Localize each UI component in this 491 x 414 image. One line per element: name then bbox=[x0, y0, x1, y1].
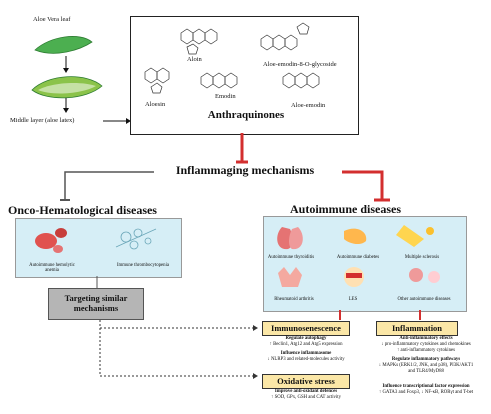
inhibit-connector-top bbox=[236, 133, 248, 164]
onco-title: Onco-Hematological diseases bbox=[8, 203, 157, 217]
inflammation-t1b: ↑ anti-inflammatory cytokines bbox=[396, 348, 456, 353]
inflammation-tag: Inflammation bbox=[376, 321, 458, 336]
anthraquinones-box: Aloin Aloe-emodin-8-O-glycoside Aloesin … bbox=[130, 16, 359, 135]
autoimmune-connectors bbox=[339, 310, 421, 320]
inflammation-t3: ↑ GATA3 and Foxp3, ↓ NF-κB, RORγt and T-… bbox=[378, 390, 474, 395]
immunosenescence-t1: ↑ Beclin1, Atg12 and Atg5 expression bbox=[269, 342, 343, 347]
inflammation-t2a: ↓ MAPKs (ERK1/2, JNK, and p38), PI3K/AKT… bbox=[378, 363, 474, 368]
onco-panel: Autoimmune hemolytic anemia Immune throm… bbox=[15, 218, 182, 278]
autoimmune-item-thyroiditis: Autoimmune thyroiditis bbox=[267, 255, 315, 260]
onco-illustrations bbox=[35, 228, 157, 253]
compound-aloe-emodin: Aloe-emodin bbox=[291, 102, 326, 109]
inflammation-t2b: and TLR4/MyD88 bbox=[408, 369, 444, 374]
autoimmune-title: Autoimmune diseases bbox=[290, 202, 402, 216]
inflammation-h3: Influence transcriptional factor express… bbox=[382, 384, 470, 389]
inflammaging-branches bbox=[60, 170, 390, 202]
compound-aloe-emodin-glycoside: Aloe-emodin-8-O-glycoside bbox=[263, 61, 337, 68]
autoimmune-item-other: Other autoimmune diseases bbox=[397, 297, 451, 302]
inflammation-t1a: ↓ pro-inflammatory cytokines and chemoki… bbox=[381, 342, 471, 347]
targeting-box: Targeting similar mechanisms bbox=[48, 288, 144, 320]
anthraquinones-title: Anthraquinones bbox=[207, 109, 285, 121]
immunosenescence-h2: Influence inflammasome bbox=[280, 351, 332, 356]
oxidative-stress-tag: Oxidative stress bbox=[262, 374, 350, 389]
autoimmune-panel: Autoimmune thyroiditis Autoimmune diabet… bbox=[263, 216, 467, 312]
dotted-connectors bbox=[99, 320, 258, 379]
inflammation-h1: Anti-inflammatory effects bbox=[399, 336, 453, 341]
aloe-leaf-label: Aloe Vera leaf bbox=[33, 16, 71, 23]
inflammaging-title: Inflammaging mechanisms bbox=[175, 163, 315, 177]
compound-emodin: Emodin bbox=[215, 93, 236, 100]
compound-aloin: Aloin bbox=[187, 56, 202, 63]
oxidative-t1: ↑ SOD, GPx, GSH and CAT activity bbox=[270, 395, 341, 400]
autoimmune-item-diabetes: Autoimmune diabetes bbox=[336, 255, 380, 260]
arrow-to-anthraquinones bbox=[103, 118, 131, 124]
onco-connector bbox=[96, 276, 98, 288]
immunosenescence-t2: ↓ NLRP3 and related-molecules activity bbox=[267, 357, 345, 362]
compound-aloesin: Aloesin bbox=[145, 101, 166, 108]
inflammation-h2: Regulate inflammatory pathways bbox=[391, 357, 461, 362]
immunosenescence-h1: Regulate autophagy bbox=[285, 336, 327, 341]
autoimmune-item-les: LES bbox=[348, 297, 358, 302]
autoimmune-item-ms: Multiple sclerosis bbox=[404, 255, 440, 260]
chemical-structures bbox=[144, 22, 320, 94]
autoimmune-illustrations bbox=[277, 225, 440, 287]
onco-item-aiha: Autoimmune hemolytic anemia bbox=[29, 263, 75, 274]
autoimmune-item-ra: Rheumatoid arthritis bbox=[274, 297, 314, 302]
aloe-leaf-illustration bbox=[31, 36, 103, 113]
immunosenescence-tag: Immunosenescence bbox=[262, 321, 350, 336]
middle-layer-label: Middle layer (aloe latex) bbox=[10, 117, 75, 124]
onco-item-itp: Immune thrombocytopenia bbox=[116, 263, 170, 268]
oxidative-h1: Improve anti-oxidant defences bbox=[274, 389, 338, 394]
